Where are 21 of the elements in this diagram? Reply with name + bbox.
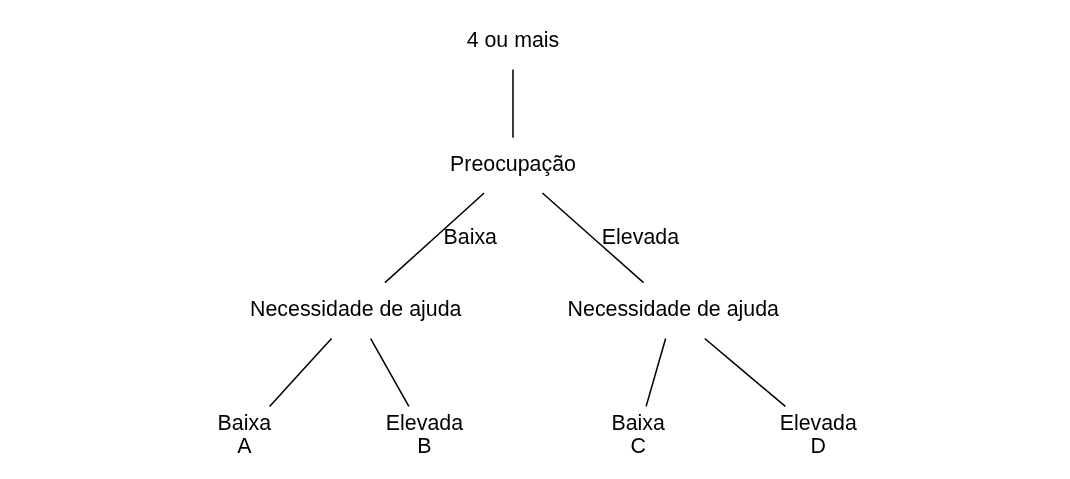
node-label: A xyxy=(236,433,251,458)
connector xyxy=(268,337,332,408)
node-text: Baixa xyxy=(610,410,665,435)
node-label: C xyxy=(629,433,646,458)
node-label: D xyxy=(810,433,826,458)
node-text: Elevada xyxy=(385,410,463,435)
node-text: Baixa xyxy=(217,410,271,435)
connector xyxy=(644,337,666,408)
node-text: Preocupação xyxy=(449,152,576,177)
node-text: Elevada xyxy=(779,410,857,435)
connector xyxy=(703,337,786,408)
edge-label: Elevada xyxy=(601,224,679,249)
connector xyxy=(369,337,410,408)
node-text: 4 ou mais xyxy=(466,28,559,53)
connector xyxy=(511,68,514,139)
edge-label: Baixa xyxy=(443,224,497,249)
node-text: Necessidade de ajuda xyxy=(567,297,779,322)
node-label: B xyxy=(416,433,432,458)
connector xyxy=(383,192,485,284)
node-text: Necessidade de ajuda xyxy=(249,297,461,322)
connector xyxy=(541,192,644,284)
